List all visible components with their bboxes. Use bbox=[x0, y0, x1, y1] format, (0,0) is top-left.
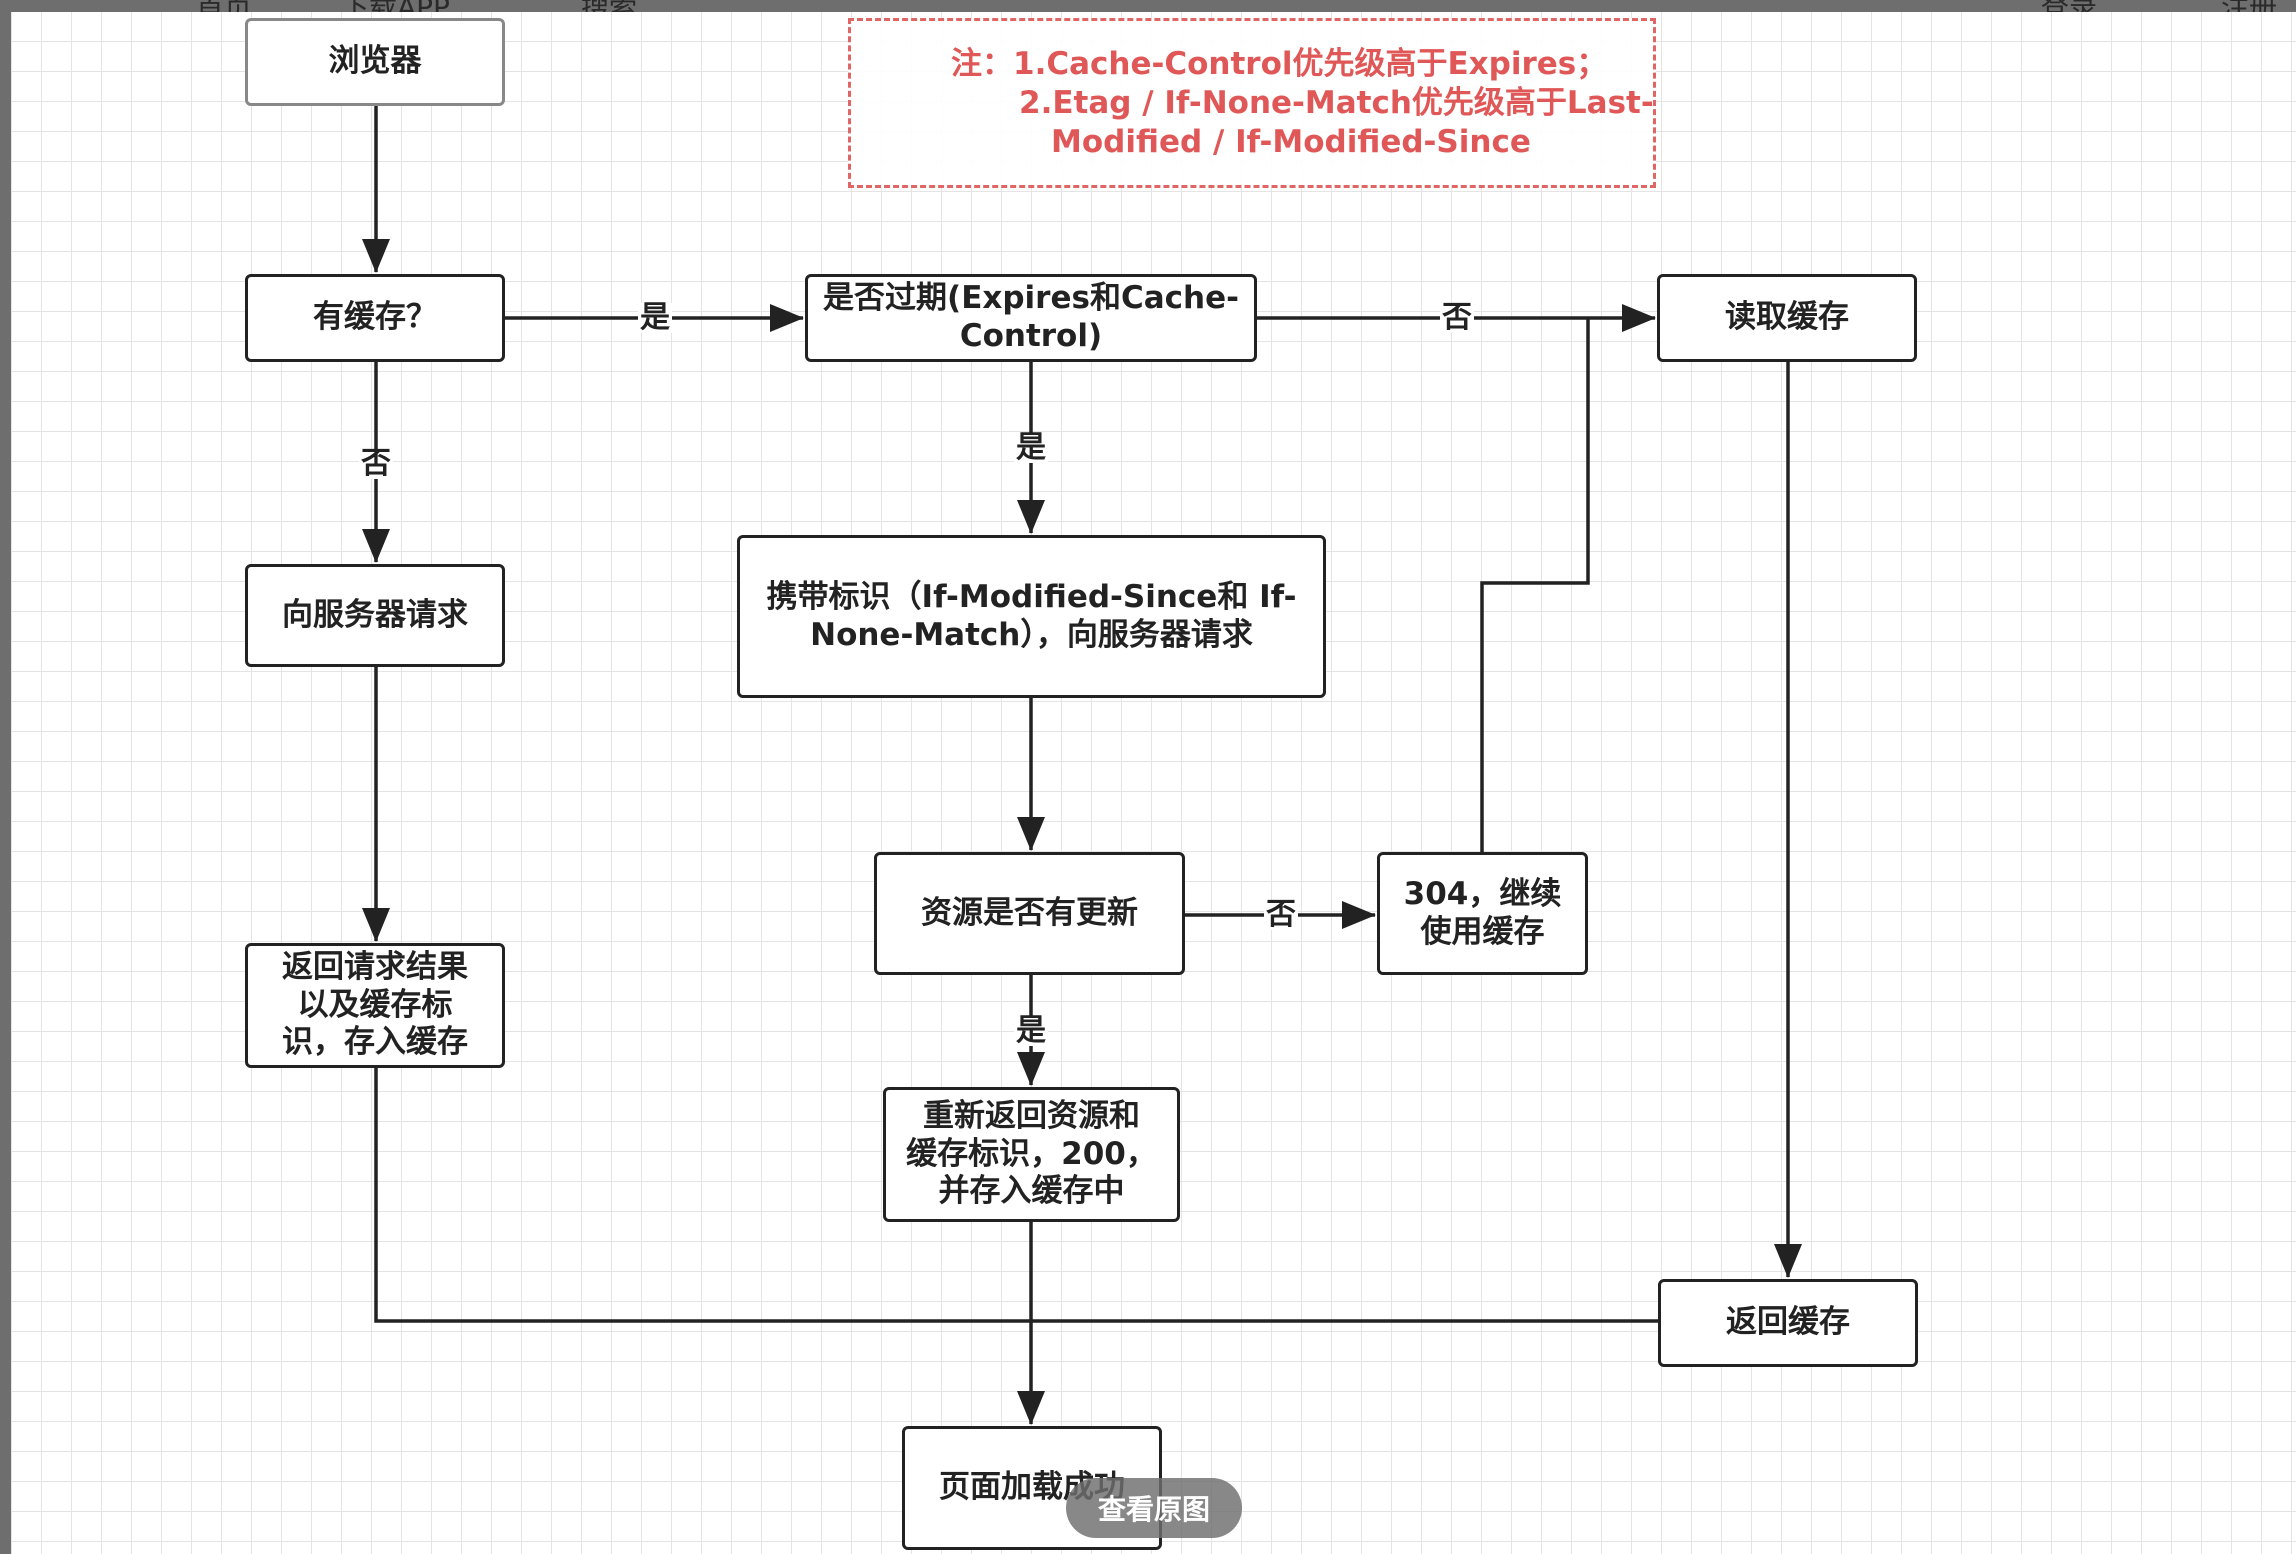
edge-result-to-page bbox=[374, 1068, 1658, 1323]
node-not-modified-line-1: 304，继续 bbox=[1403, 875, 1562, 912]
node-reissue-line-2: 缓存标识，200， bbox=[906, 1135, 1157, 1172]
note-line-1: 注：1.Cache-Control优先级高于Expires； bbox=[951, 46, 1608, 82]
edge-label-not-expired: 否 bbox=[1440, 300, 1474, 335]
note-line-2: 2.Etag / If-None-Match优先级高于Last- bbox=[1019, 85, 1654, 121]
browser-header-strip: 首页 下载APP 搜索 登录 注册 bbox=[11, 0, 2296, 12]
node-expired-line-1: 是否过期(Expires和Cache- bbox=[823, 280, 1239, 317]
node-has-cache-label: 有缓存？ bbox=[313, 299, 437, 336]
edge-label-not-updated: 否 bbox=[1264, 897, 1298, 932]
header-item-login[interactable]: 登录 bbox=[2041, 0, 2097, 12]
edge-label-expired: 是 bbox=[1014, 430, 1048, 465]
node-browser-label: 浏览器 bbox=[328, 43, 422, 80]
node-carry-tag-line-1: 携带标识（If-Modified-Since和 If- bbox=[766, 578, 1297, 615]
node-resource-updated: 资源是否有更新 bbox=[874, 852, 1185, 975]
node-return-cache: 返回缓存 bbox=[1658, 1279, 1918, 1367]
edge-label-no-cache: 否 bbox=[359, 446, 393, 481]
edge-label-yes-cache: 是 bbox=[638, 300, 672, 335]
node-carry-tag-line-2: None-Match），向服务器请求 bbox=[810, 616, 1253, 653]
node-has-cache: 有缓存？ bbox=[245, 274, 505, 362]
node-expired-line-2: Control) bbox=[959, 318, 1103, 354]
node-reissue-line-1: 重新返回资源和 bbox=[923, 1097, 1140, 1134]
node-not-modified: 304，继续 使用缓存 bbox=[1377, 852, 1588, 975]
diagram-canvas bbox=[11, 11, 2296, 1554]
node-request-server: 向服务器请求 bbox=[245, 564, 505, 667]
header-item-download-app[interactable]: 下载APP bbox=[341, 0, 450, 12]
node-return-result-line-3: 识，存入缓存 bbox=[282, 1024, 468, 1061]
node-return-result: 返回请求结果 以及缓存标 识，存入缓存 bbox=[245, 943, 505, 1068]
node-expired: 是否过期(Expires和Cache- Control) bbox=[805, 274, 1257, 362]
node-reissue: 重新返回资源和 缓存标识，200， 并存入缓存中 bbox=[883, 1087, 1180, 1222]
node-return-cache-label: 返回缓存 bbox=[1726, 1304, 1850, 1341]
edge-304-to-read-cache bbox=[1480, 318, 1590, 852]
node-return-result-line-2: 以及缓存标 bbox=[297, 986, 453, 1023]
edge-label-updated: 是 bbox=[1014, 1013, 1048, 1048]
node-request-server-label: 向服务器请求 bbox=[282, 596, 468, 633]
node-not-modified-line-2: 使用缓存 bbox=[1420, 913, 1545, 950]
node-reissue-line-3: 并存入缓存中 bbox=[938, 1173, 1125, 1210]
node-read-cache: 读取缓存 bbox=[1657, 274, 1917, 362]
node-resource-updated-label: 资源是否有更新 bbox=[921, 894, 1138, 931]
header-item-home[interactable]: 首页 bbox=[196, 0, 252, 12]
node-return-result-line-1: 返回请求结果 bbox=[282, 948, 468, 985]
note-line-3: Modified / If-Modified-Since bbox=[1051, 124, 1531, 160]
node-browser: 浏览器 bbox=[245, 18, 505, 106]
node-read-cache-label: 读取缓存 bbox=[1725, 299, 1849, 336]
header-item-search[interactable]: 搜索 bbox=[581, 0, 637, 12]
view-original-button[interactable]: 查看原图 bbox=[1066, 1478, 1242, 1538]
header-item-register[interactable]: 注册 bbox=[2221, 0, 2277, 12]
node-carry-tag: 携带标识（If-Modified-Since和 If- None-Match），… bbox=[737, 535, 1326, 698]
note-box: 注：1.Cache-Control优先级高于Expires； 2.Etag / … bbox=[848, 18, 1656, 188]
